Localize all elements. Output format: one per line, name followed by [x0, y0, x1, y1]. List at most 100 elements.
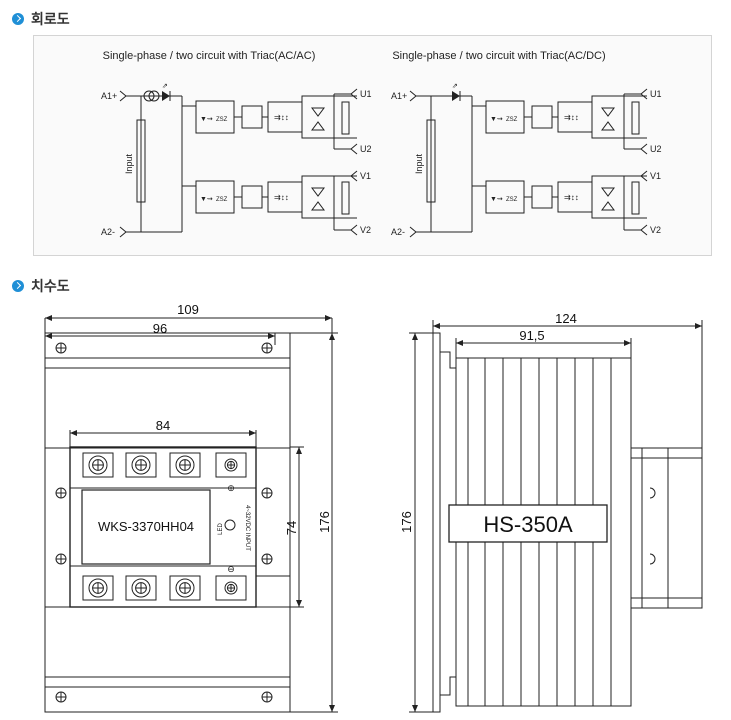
trigger-block-0 [241, 105, 263, 129]
side-hole-right-2 [261, 553, 273, 565]
snubber-0 [631, 101, 640, 135]
terminal-square-top-1 [125, 452, 157, 478]
driver-icon-0: ⇉↕↕ [564, 113, 579, 122]
circuit-ac-dc: Single-phase / two circuit with Triac(AC… [391, 50, 662, 238]
mount-hole-top-left [55, 342, 67, 354]
triac-block-0 [301, 95, 335, 139]
terminal-square-top-3 [215, 452, 247, 478]
output-arrow-1 [350, 143, 358, 155]
circuit-title: Single-phase / two circuit with Triac(AC… [392, 50, 605, 62]
input-range-label: 4~32VDC INPUT [244, 505, 250, 551]
led-light-icon: ⇗ [452, 83, 458, 90]
triac-down-1 [311, 201, 325, 211]
optocoupler-icon-1: ▼⇝ [490, 196, 503, 203]
input-label: Input [124, 153, 134, 174]
terminal-square-bottom-1 [125, 575, 157, 601]
triac-up-1 [601, 187, 615, 197]
zsz-label-0: ZSZ [506, 117, 518, 123]
terminal-square-bottom-0 [82, 575, 114, 601]
side-hole-left-2 [55, 553, 67, 565]
terminal-screw-input-plus [224, 458, 238, 472]
optocoupler-icon-1: ▼⇝ [200, 196, 213, 203]
circuit-section-title: 회로도 [31, 12, 70, 28]
triac-down-1 [601, 201, 615, 211]
snubber-0 [341, 101, 350, 135]
optocoupler-icon-0: ▼⇝ [490, 116, 503, 123]
terminal-label-out-0: U1 [650, 89, 662, 99]
side-dimensions [409, 320, 703, 713]
terminal-a2-arrow [409, 226, 417, 238]
side-hole-right-1 [261, 487, 273, 499]
front-view [44, 332, 291, 713]
trigger-block-1 [241, 185, 263, 209]
side-hole-left-1 [55, 487, 67, 499]
terminal-square-top-2 [169, 452, 201, 478]
current-source [143, 90, 155, 102]
triac-down-0 [601, 121, 615, 131]
triac-up-1 [311, 187, 325, 197]
terminal-screw-top-2 [175, 455, 195, 475]
triac-down-0 [311, 121, 325, 131]
dimension-section-header: 치수도 [12, 276, 70, 296]
terminal-a1-arrow [119, 90, 127, 102]
minus-terminal-label: ⊖ [227, 564, 235, 574]
output-arrow-0 [640, 88, 648, 100]
terminal-label-out-2: V1 [650, 171, 661, 181]
terminal-screw-top-0 [88, 455, 108, 475]
output-arrow-3 [640, 224, 648, 236]
terminal-label-a2: A2- [101, 227, 115, 237]
input-resistor [426, 119, 436, 203]
trigger-block-1 [531, 185, 553, 209]
terminal-screw-input-minus [224, 581, 238, 595]
dimension-arrows [45, 315, 702, 712]
terminal-label-out-3: V2 [650, 225, 661, 235]
dimension-section-title: 치수도 [31, 279, 70, 295]
terminal-label-out-0: U1 [360, 89, 372, 99]
dim-terminal-width: 84 [156, 418, 170, 433]
zsz-label-0: ZSZ [216, 117, 228, 123]
triac-block-1 [301, 175, 335, 219]
circuit-ac-ac: Single-phase / two circuit with Triac(AC… [101, 50, 372, 238]
terminal-screw-bottom-2 [175, 578, 195, 598]
snubber-1 [631, 181, 640, 215]
heatsink-model-label: HS-350A [483, 512, 573, 537]
circuit-title: Single-phase / two circuit with Triac(AC… [103, 50, 316, 62]
driver-icon-0: ⇉↕↕ [274, 113, 289, 122]
terminal-screw-top-1 [131, 455, 151, 475]
dim-front-width-outer: 109 [177, 302, 199, 317]
terminal-screw-bottom-0 [88, 578, 108, 598]
terminal-label-a2: A2- [391, 227, 405, 237]
plus-terminal-label: ⊕ [227, 483, 235, 493]
side-module-hole-1 [649, 553, 656, 565]
side-module-hole-0 [649, 487, 656, 499]
snubber-1 [341, 181, 350, 215]
circuit-diagram-panel: Single-phase / two circuit with Triac(AC… [33, 35, 712, 256]
terminal-label-out-1: U2 [650, 144, 662, 154]
circuit-section-header: 회로도 [12, 9, 70, 29]
terminal-screws [55, 342, 656, 703]
front-dimensions [44, 317, 338, 713]
output-arrow-3 [350, 224, 358, 236]
dim-front-height: 176 [317, 511, 332, 533]
led-diode [452, 91, 460, 101]
input-resistor [136, 119, 146, 203]
led-label: LED [218, 522, 224, 534]
terminal-label-out-1: U2 [360, 144, 372, 154]
triac-up-0 [601, 107, 615, 117]
terminal-a2-arrow [119, 226, 127, 238]
terminal-square-bottom-3 [215, 575, 247, 601]
dim-side-width-inner: 91,5 [519, 328, 544, 343]
output-arrow-0 [350, 88, 358, 100]
triac-up-0 [311, 107, 325, 117]
driver-icon-1: ⇉↕↕ [564, 193, 579, 202]
terminal-screw-bottom-1 [131, 578, 151, 598]
dim-side-height: 176 [399, 511, 414, 533]
terminal-square-top-0 [82, 452, 114, 478]
zsz-label-1: ZSZ [506, 197, 518, 203]
driver-icon-1: ⇉↕↕ [274, 193, 289, 202]
terminal-label-a1: A1+ [391, 91, 407, 101]
triac-block-0 [591, 95, 625, 139]
triac-block-1 [591, 175, 625, 219]
side-view [432, 332, 703, 713]
led-light-icon: ⇗ [162, 83, 168, 90]
